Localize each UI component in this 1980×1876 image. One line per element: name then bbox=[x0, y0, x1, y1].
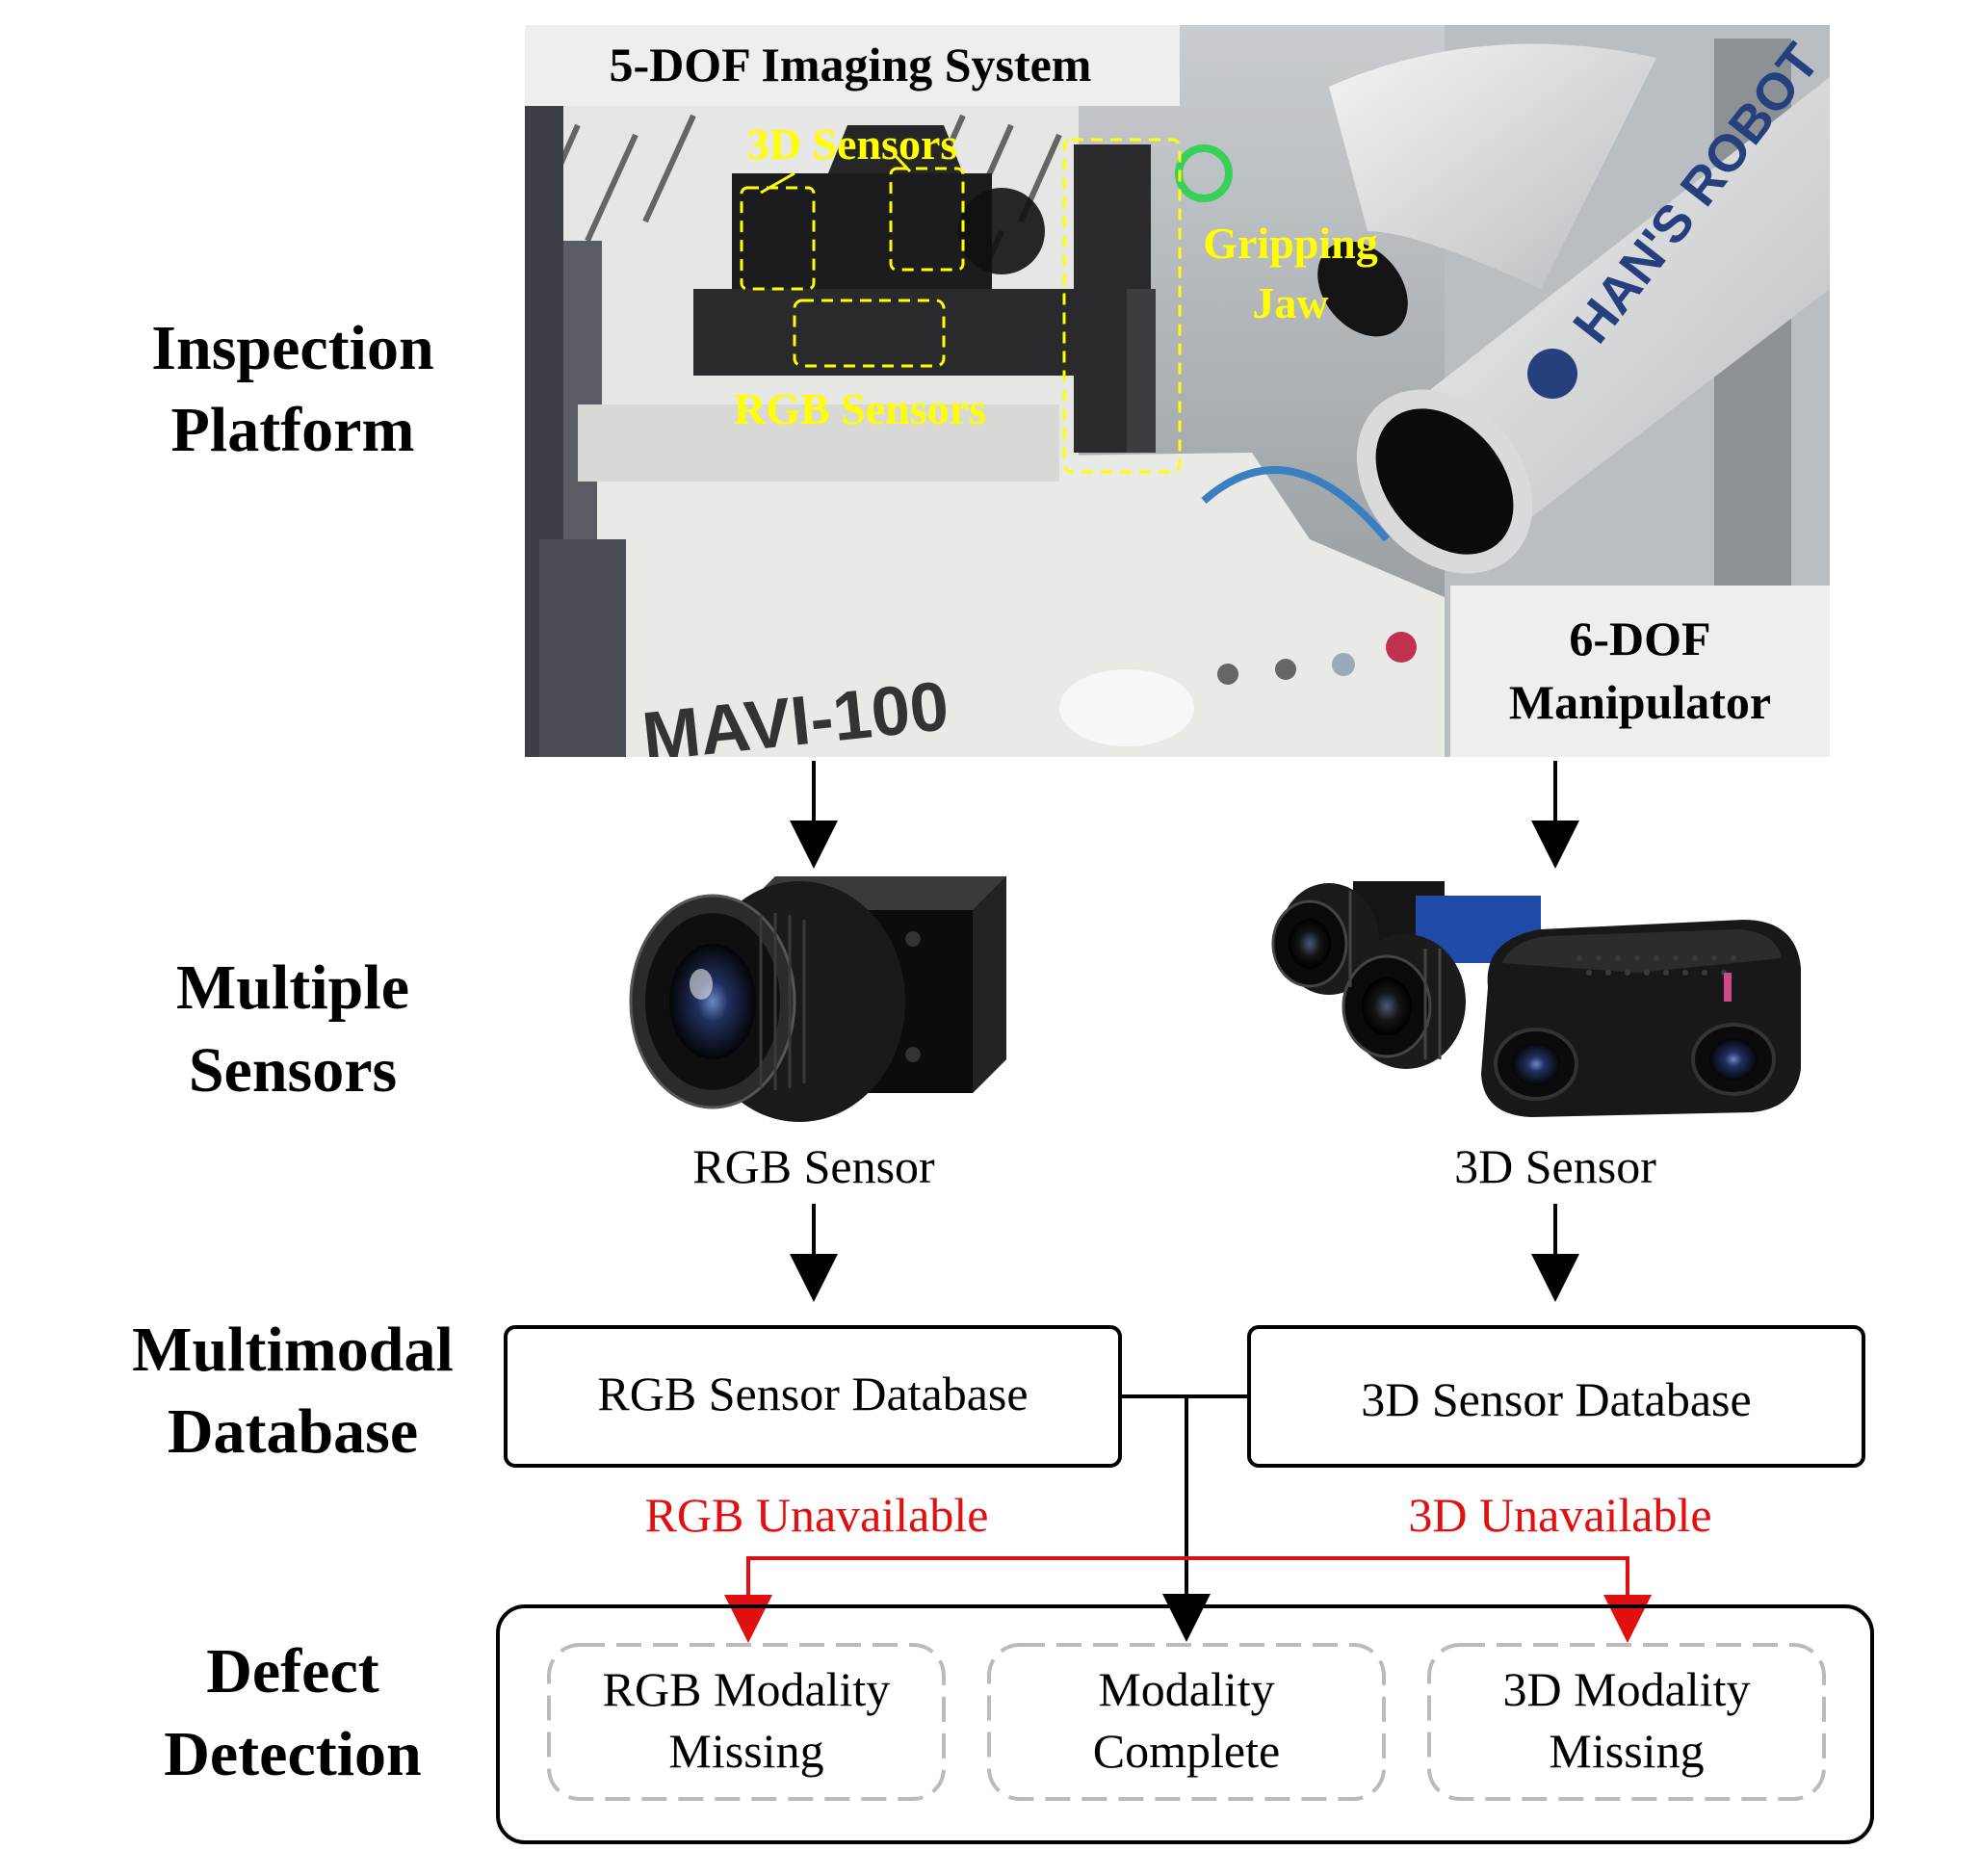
3d-modality-missing-line-1: 3D Modality bbox=[1503, 1662, 1751, 1716]
manipulator-label-2: Manipulator bbox=[1509, 675, 1771, 729]
gripping-jaw-annotation-2: Jaw bbox=[1252, 278, 1328, 327]
3d-sensor-database-label: 3D Sensor Database bbox=[1361, 1372, 1751, 1426]
row-label-line-2: Platform bbox=[171, 395, 415, 465]
arrows-sensors-to-database bbox=[790, 1204, 1579, 1302]
arrow-head bbox=[790, 1254, 838, 1302]
row-label-multiple-sensors: Multiple Sensors bbox=[176, 952, 409, 1106]
row-label-line-1: Multiple bbox=[176, 952, 409, 1023]
3d-sensor-caption: 3D Sensor bbox=[1454, 1139, 1656, 1193]
row-label-line-2: Sensors bbox=[189, 1035, 397, 1106]
rgb-sensors-annotation: RGB Sensors bbox=[734, 384, 986, 433]
row-label-inspection-platform: Inspection Platform bbox=[151, 313, 433, 465]
gripping-jaw-box bbox=[1062, 138, 1182, 474]
arrow-head bbox=[1531, 821, 1579, 869]
arrow-head bbox=[1531, 1254, 1579, 1302]
imaging-system-label: 5-DOF Imaging System bbox=[610, 38, 1092, 91]
3d-sensor-left-box bbox=[740, 186, 816, 291]
3d-unavailable-label: 3D Unavailable bbox=[1408, 1488, 1711, 1542]
3d-sensor-right-box bbox=[889, 167, 965, 272]
rgb-sensor-caption: RGB Sensor bbox=[692, 1139, 935, 1193]
rgb-sensor-database-label: RGB Sensor Database bbox=[597, 1367, 1028, 1420]
rgb-unavailable-label: RGB Unavailable bbox=[645, 1488, 989, 1542]
rgb-modality-missing-box: RGB Modality Missing bbox=[547, 1643, 946, 1801]
modality-complete-line-1: Modality bbox=[1098, 1662, 1274, 1716]
modality-complete-line-2: Complete bbox=[1093, 1724, 1280, 1778]
arrows-platform-to-sensors bbox=[790, 761, 1579, 869]
arrow-head bbox=[1162, 1594, 1211, 1642]
annotation-boxes bbox=[740, 138, 1182, 474]
row-label-line-1: Inspection bbox=[151, 313, 433, 383]
row-label-line-2: Detection bbox=[164, 1719, 422, 1789]
rgb-modality-missing-line-2: Missing bbox=[668, 1724, 823, 1778]
arrow-head bbox=[790, 821, 838, 869]
rgb-sensor-box bbox=[793, 299, 946, 368]
row-label-multimodal-database: Multimodal Database bbox=[132, 1315, 454, 1467]
3d-modality-missing-box: 3D Modality Missing bbox=[1427, 1643, 1826, 1801]
row-label-line-2: Database bbox=[168, 1396, 418, 1467]
row-label-line-1: Defect bbox=[206, 1636, 379, 1707]
arrow-head bbox=[724, 1595, 772, 1643]
3d-sensors-annotation: 3D Sensors bbox=[747, 119, 958, 169]
imaging-system-plate bbox=[525, 25, 1180, 106]
manipulator-label-1: 6-DOF bbox=[1569, 612, 1710, 665]
3d-sensor-image bbox=[1271, 881, 1801, 1117]
defect-detection-container bbox=[496, 1604, 1874, 1844]
arrow-head bbox=[1603, 1595, 1652, 1643]
row-label-defect-detection: Defect Detection bbox=[164, 1636, 422, 1789]
inspection-platform-photo: MAVI-100 HAN'S ROBOT 3D S bbox=[525, 25, 1830, 757]
rgb-camera-image bbox=[629, 876, 1006, 1122]
row-label-line-1: Multimodal bbox=[132, 1315, 454, 1385]
modality-complete-box: Modality Complete bbox=[987, 1643, 1386, 1801]
3d-sensor-database-box: 3D Sensor Database bbox=[1247, 1325, 1865, 1468]
3d-modality-missing-line-2: Missing bbox=[1549, 1724, 1704, 1778]
manipulator-plate bbox=[1450, 586, 1830, 757]
rgb-modality-missing-line-1: RGB Modality bbox=[603, 1662, 891, 1716]
gripping-jaw-annotation-1: Gripping bbox=[1203, 219, 1378, 268]
rgb-sensor-database-box: RGB Sensor Database bbox=[504, 1325, 1122, 1468]
